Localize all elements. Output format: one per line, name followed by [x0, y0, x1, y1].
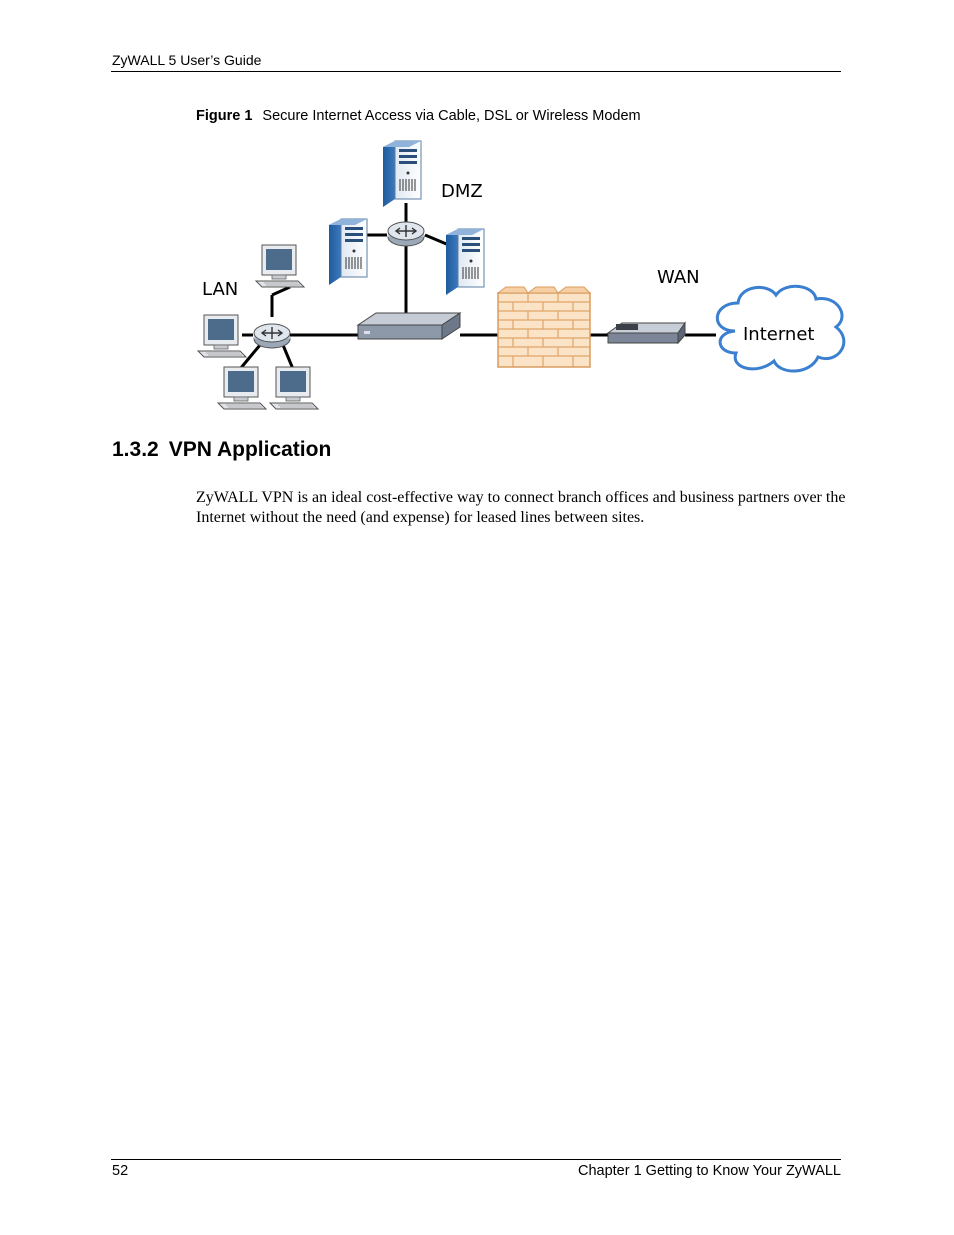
- header-divider: [111, 71, 841, 72]
- dmz-label: DMZ: [441, 181, 483, 202]
- section-title: VPN Application: [168, 438, 332, 461]
- cloud-icon: [715, 284, 846, 373]
- running-header: ZyWALL 5 User’s Guide: [112, 52, 262, 68]
- body-paragraph: ZyWALL VPN is an ideal cost-effective wa…: [196, 489, 846, 526]
- chapter-title: Chapter 1 Getting to Know Your ZyWALL: [577, 1163, 841, 1179]
- zywall-device-icon: [356, 312, 462, 340]
- figure-caption: Figure 1 Secure Internet Access via Cable…: [196, 108, 641, 124]
- dmz-server-icon: [382, 140, 422, 208]
- footer-divider: [111, 1159, 841, 1160]
- dmz-hub-icon: [387, 221, 425, 247]
- network-diagram: DMZ LAN WAN Internet: [197, 140, 846, 410]
- lan-computer-icon: [197, 314, 247, 358]
- section-number: 1.3.2: [112, 438, 159, 461]
- modem-icon: [606, 321, 686, 345]
- section-heading: 1.3.2 VPN Application: [112, 438, 331, 462]
- figure-caption-text: Secure Internet Access via Cable, DSL or…: [262, 108, 641, 124]
- lan-computer-icon: [269, 366, 319, 410]
- page-number: 52: [112, 1163, 129, 1179]
- dmz-server-icon: [445, 228, 485, 296]
- wan-label: WAN: [657, 267, 700, 288]
- firewall-icon: [496, 286, 592, 368]
- lan-label: LAN: [202, 279, 238, 300]
- figure-label: Figure 1: [196, 108, 253, 124]
- lan-computer-icon: [255, 244, 305, 288]
- lan-computer-icon: [217, 366, 267, 410]
- lan-hub-icon: [253, 323, 291, 349]
- dmz-server-icon: [328, 218, 368, 286]
- internet-label: Internet: [743, 324, 814, 345]
